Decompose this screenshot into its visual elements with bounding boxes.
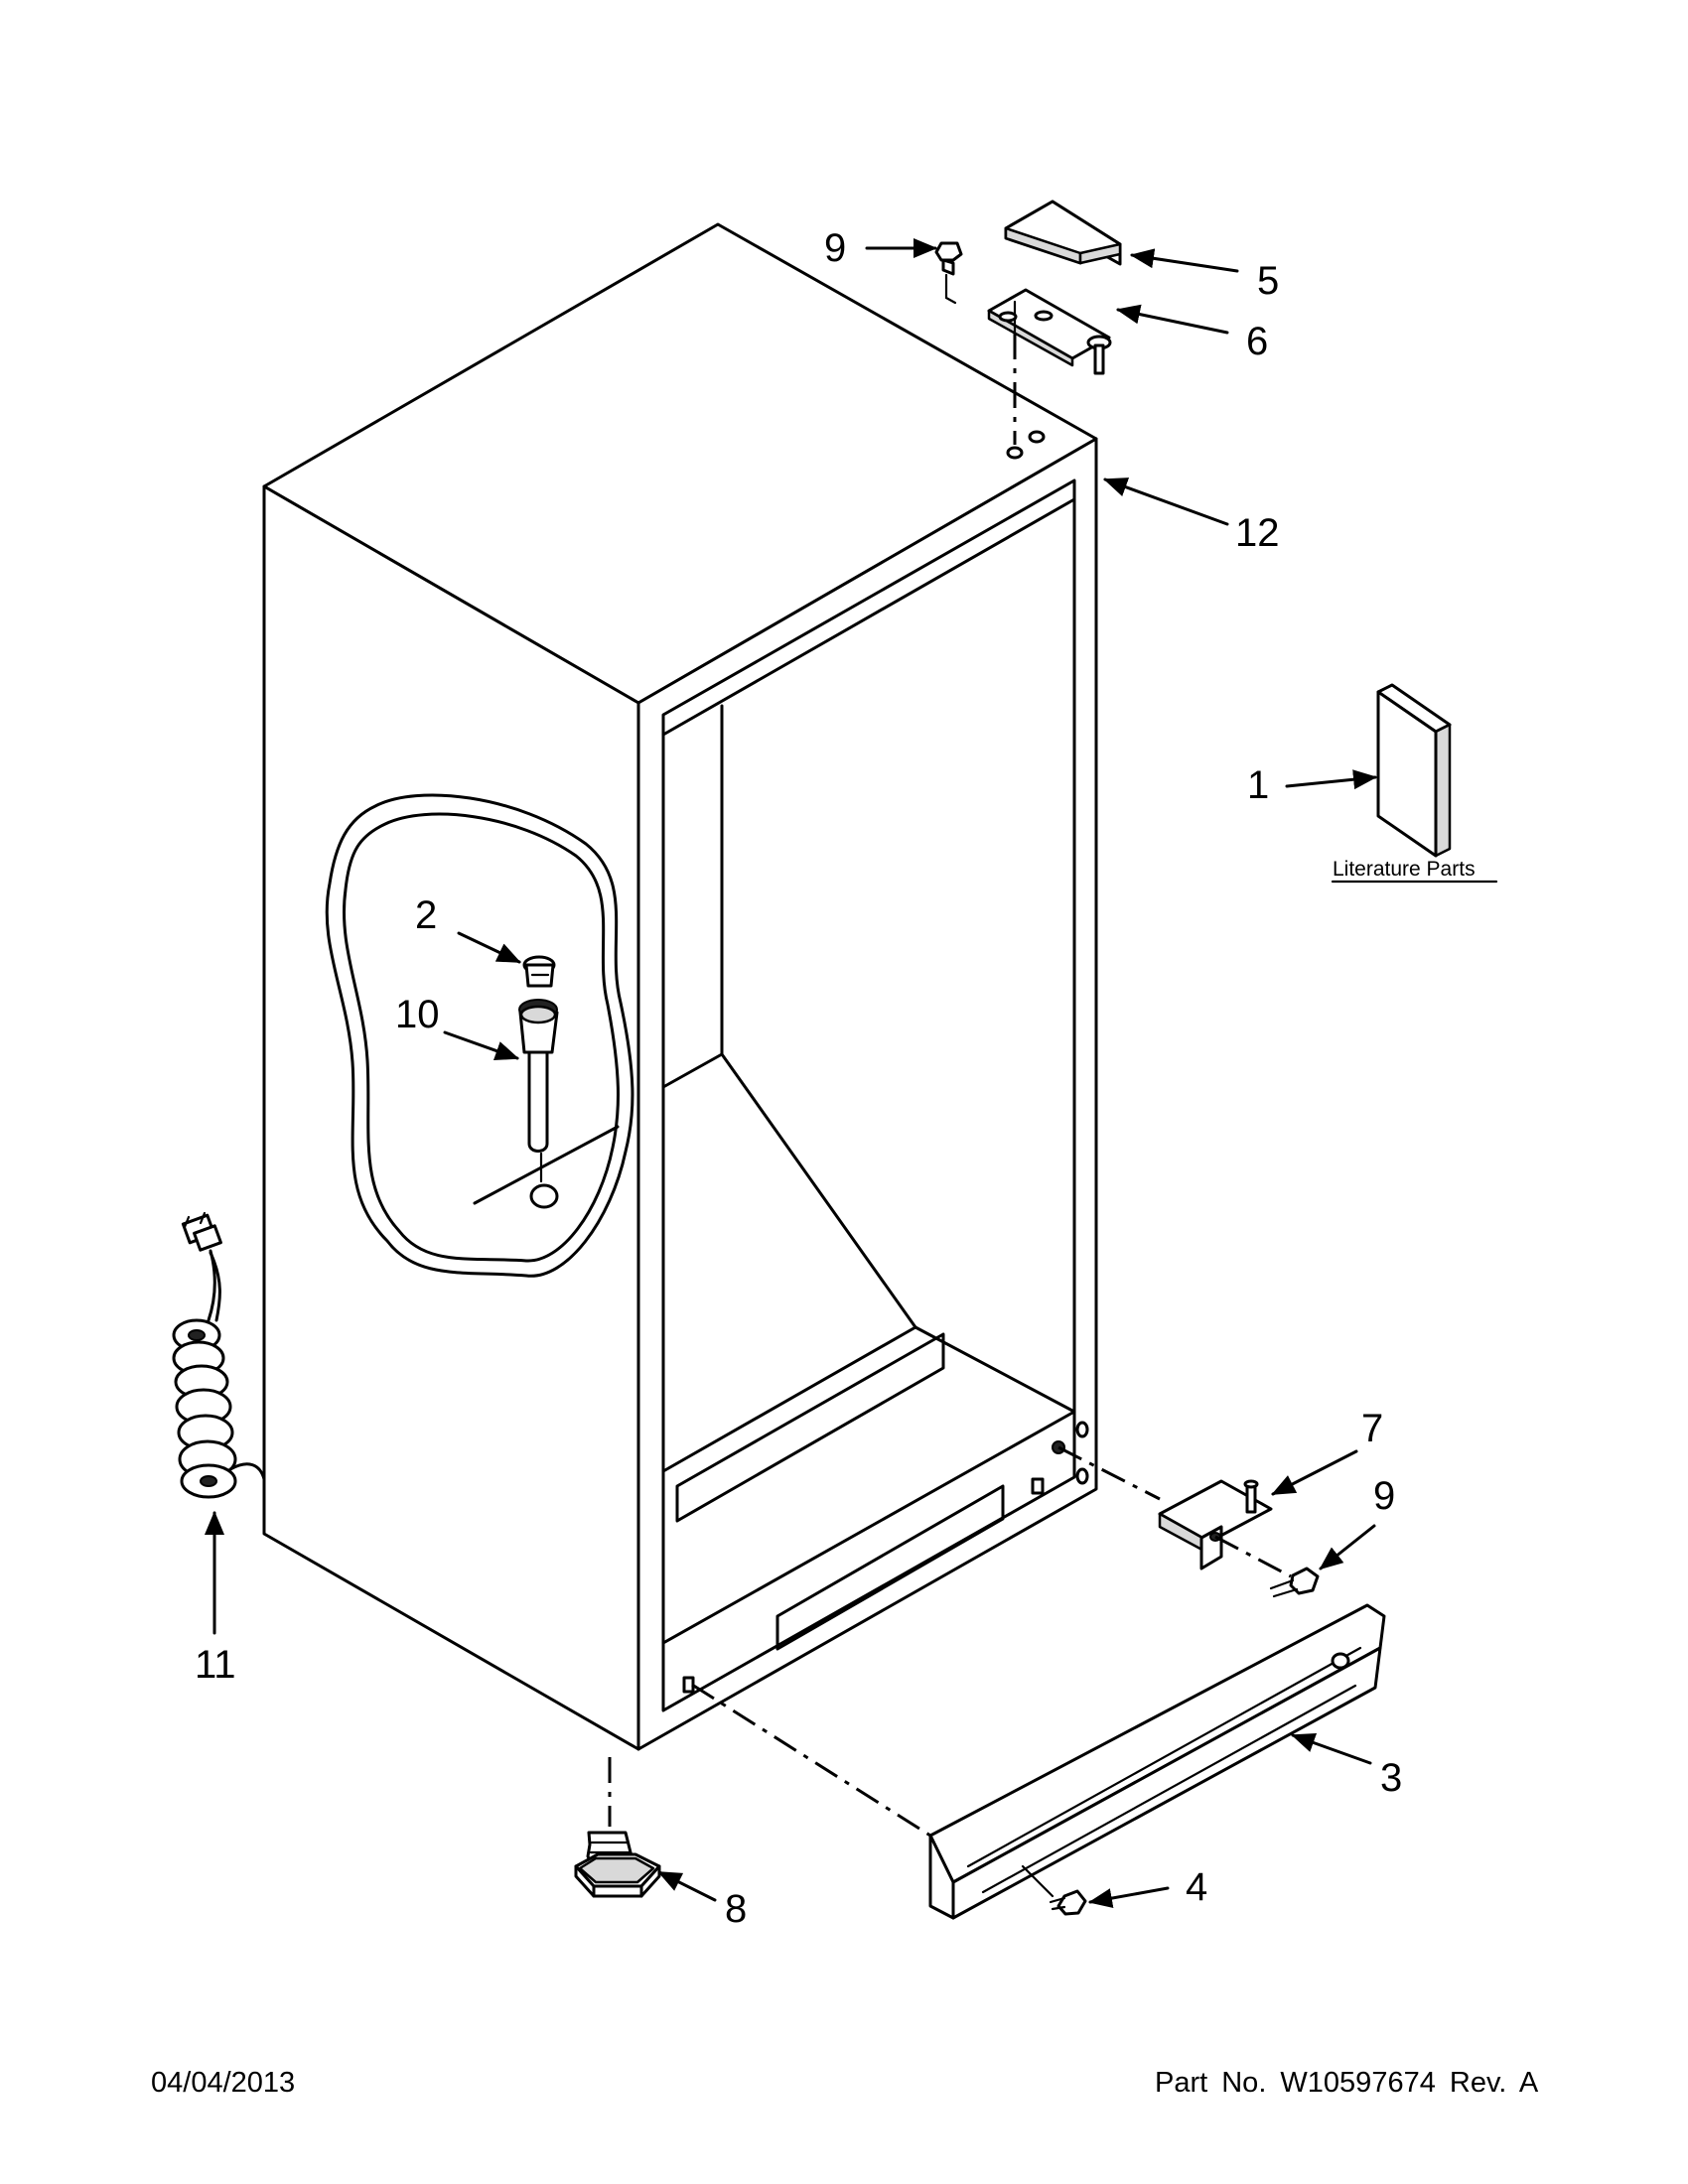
power-cord-part-11 bbox=[172, 1211, 266, 1499]
literature-part-1 bbox=[1376, 683, 1452, 858]
footer-part-number: Part No. W10597674 Rev. A bbox=[1155, 2067, 1539, 2099]
screw-part-4 bbox=[1021, 1864, 1087, 1916]
drain-plug-part-2 bbox=[522, 955, 556, 988]
bottom-hinge-part-7 bbox=[1158, 1479, 1273, 1570]
callout-9-bottom: 9 bbox=[1373, 1474, 1395, 1518]
screw-part-9-bottom bbox=[1269, 1567, 1320, 1598]
callout-1: 1 bbox=[1247, 763, 1269, 807]
base-grille-part-3 bbox=[928, 1603, 1386, 1920]
leveling-leg-part-8 bbox=[574, 1757, 661, 1898]
drain-tube-part-10 bbox=[518, 999, 559, 1183]
top-hinge-part-6 bbox=[987, 288, 1112, 375]
callout-10: 10 bbox=[395, 993, 440, 1036]
callout-4: 4 bbox=[1186, 1865, 1207, 1909]
footer-date: 04/04/2013 bbox=[151, 2067, 296, 2099]
callout-9-top: 9 bbox=[824, 226, 846, 270]
hinge-cover-part-5 bbox=[1004, 200, 1122, 266]
cabinet-part-12 bbox=[262, 222, 1098, 1751]
callout-7: 7 bbox=[1361, 1407, 1383, 1450]
callout-arrows bbox=[205, 238, 1377, 1908]
callout-12: 12 bbox=[1235, 511, 1280, 555]
cutaway-view bbox=[325, 793, 634, 1278]
callout-3: 3 bbox=[1380, 1756, 1402, 1800]
callout-8: 8 bbox=[725, 1887, 747, 1931]
callout-11: 11 bbox=[195, 1643, 236, 1687]
callout-labels: 9 5 6 12 1 2 10 7 9 3 4 8 11 bbox=[195, 226, 1402, 1931]
callout-5: 5 bbox=[1257, 259, 1279, 303]
callout-6: 6 bbox=[1246, 320, 1268, 363]
literature-parts-label: Literature Parts bbox=[1333, 858, 1476, 881]
screw-part-9-top bbox=[934, 241, 963, 305]
callout-2: 2 bbox=[415, 893, 437, 937]
